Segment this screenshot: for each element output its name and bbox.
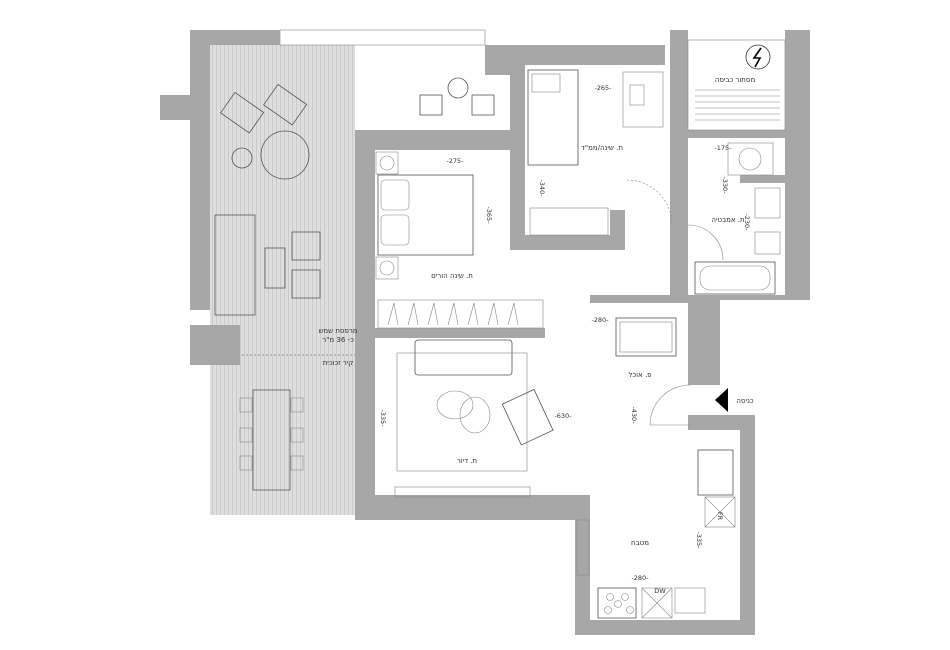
entrance-label: כניסה xyxy=(736,397,753,405)
kids-room-label: ת. שינה/ממ"ד xyxy=(581,144,623,152)
kitchen: FR DW מטבח -335- -280- xyxy=(576,449,736,619)
kids-width: -265- xyxy=(594,84,612,92)
bath-height: -330- xyxy=(721,176,729,194)
laundry-area: מסתור כביסה xyxy=(687,39,786,131)
electric-panel-icon xyxy=(745,44,771,70)
entrance: כניסה -430- xyxy=(630,384,754,426)
master-width: -275- xyxy=(446,157,464,165)
laundry-label: מסתור כביסה xyxy=(715,76,756,84)
entry-height: -430- xyxy=(630,406,638,424)
bathroom-label: ת. אמבטיה xyxy=(711,216,744,224)
planter-top xyxy=(279,29,486,46)
living-label: ת. דיור xyxy=(457,457,477,465)
fridge-label: FR xyxy=(716,512,724,521)
balcony-label-line1: מרפסת שמש xyxy=(318,327,357,335)
dining-area: פ. אוכל -280- xyxy=(591,316,677,379)
bathroom: ת. אמבטיה -175- -330- -230- xyxy=(687,142,781,295)
kids-height: -340- xyxy=(538,179,546,197)
glass-wall-label: קיר זכוכית xyxy=(323,359,354,367)
kitchen-label: מטבח xyxy=(631,539,649,547)
kitchen-height: -335- xyxy=(695,531,703,549)
living-room: ת. דיור -630- -335- xyxy=(379,339,572,498)
bath-width: -230- xyxy=(743,213,751,231)
dishwasher-label: DW xyxy=(654,587,666,595)
master-height: -365- xyxy=(485,206,493,224)
living-height: -335- xyxy=(379,409,387,427)
balcony-furniture: מרפסת שמש כ- 36 מ"ר קיר זכוכית xyxy=(214,77,495,491)
master-bedroom: ת. שינה הורים -275- -365- xyxy=(375,151,544,329)
kids-room: ת. שינה/ממ"ד -265- -340- xyxy=(527,69,673,236)
balcony-label-line2: כ- 36 מ"ר xyxy=(322,336,354,344)
master-bedroom-label: ת. שינה הורים xyxy=(431,272,473,280)
entrance-arrow-icon xyxy=(715,388,728,412)
dining-label: פ. אוכל xyxy=(628,371,651,379)
kitchen-width: -280- xyxy=(631,574,649,582)
living-width: -630- xyxy=(554,412,572,420)
laundry-width: -175- xyxy=(714,144,732,152)
balcony-deck xyxy=(210,45,355,515)
dining-width: -280- xyxy=(591,316,609,324)
